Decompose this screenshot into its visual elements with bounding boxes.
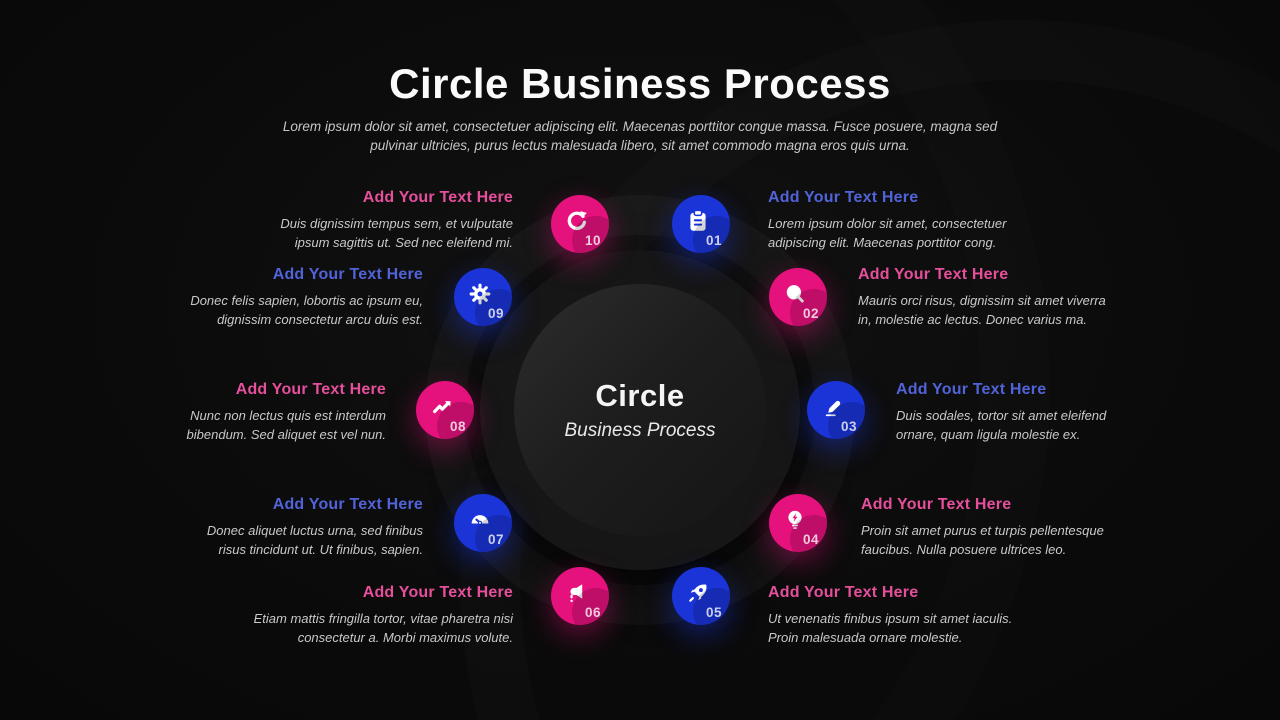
- step-badge-05: 05: [672, 567, 730, 625]
- step-number: 01: [705, 233, 722, 248]
- step-number: 05: [705, 605, 722, 620]
- step-body: Nunc non lectus quis est interdum bibend…: [186, 408, 386, 442]
- step-text-04: Add Your Text Here Proin sit amet purus …: [861, 496, 1116, 559]
- step-number: 08: [449, 419, 466, 434]
- step-text-03: Add Your Text Here Duis sodales, tortor …: [896, 381, 1121, 444]
- step-text-10: Add Your Text Here Duis dignissim tempus…: [263, 189, 513, 252]
- step-heading: Add Your Text Here: [362, 189, 513, 206]
- clipboard-icon: [685, 208, 711, 234]
- step-badge-07: 07: [454, 494, 512, 552]
- step-heading: Add Your Text Here: [858, 266, 1009, 283]
- step-number: 03: [840, 419, 857, 434]
- step-body: Donec felis sapien, lobortis ac ipsum eu…: [190, 293, 423, 327]
- step-heading: Add Your Text Here: [362, 584, 513, 601]
- gauge-icon: [467, 507, 493, 533]
- step-body: Duis dignissim tempus sem, et vulputate …: [280, 216, 513, 250]
- gear-icon: [467, 281, 493, 307]
- search-icon: [782, 281, 808, 307]
- trending-up-icon: [429, 394, 455, 420]
- step-number: 02: [802, 306, 819, 321]
- step-text-05: Add Your Text Here Ut venenatis finibus …: [768, 584, 1018, 647]
- step-text-07: Add Your Text Here Donec aliquet luctus …: [178, 496, 423, 559]
- step-heading: Add Your Text Here: [768, 584, 919, 601]
- step-number: 10: [584, 233, 601, 248]
- step-body: Lorem ipsum dolor sit amet, consectetuer…: [768, 216, 1007, 250]
- step-heading: Add Your Text Here: [272, 496, 423, 513]
- step-text-02: Add Your Text Here Mauris orci risus, di…: [858, 266, 1113, 329]
- step-text-09: Add Your Text Here Donec felis sapien, l…: [173, 266, 423, 329]
- step-body: Duis sodales, tortor sit amet eleifend o…: [896, 408, 1107, 442]
- step-badge-08: 08: [416, 381, 474, 439]
- rocket-icon: [685, 580, 711, 606]
- center-subtitle: Business Process: [564, 420, 716, 441]
- step-heading: Add Your Text Here: [896, 381, 1047, 398]
- megaphone-icon: [564, 580, 590, 606]
- step-body: Ut venenatis finibus ipsum sit amet iacu…: [768, 611, 1013, 645]
- center-title: Circle: [595, 378, 685, 413]
- step-heading: Add Your Text Here: [768, 189, 919, 206]
- step-heading: Add Your Text Here: [861, 496, 1012, 513]
- step-number: 07: [487, 532, 504, 547]
- pencil-icon: [820, 394, 846, 420]
- lightbulb-icon: [782, 507, 808, 533]
- slide-subtitle: Lorem ipsum dolor sit amet, consectetuer…: [282, 119, 998, 153]
- step-badge-04: 04: [769, 494, 827, 552]
- step-body: Mauris orci risus, dignissim sit amet vi…: [858, 293, 1106, 327]
- step-number: 09: [487, 306, 504, 321]
- step-badge-01: 01: [672, 195, 730, 253]
- step-badge-10: 10: [551, 195, 609, 253]
- step-number: 06: [584, 605, 601, 620]
- center-circle: Circle Business Process: [514, 284, 766, 536]
- step-badge-03: 03: [807, 381, 865, 439]
- step-body: Donec aliquet luctus urna, sed finibus r…: [206, 523, 423, 557]
- step-number: 04: [802, 532, 819, 547]
- slide-title: Circle Business Process: [389, 60, 891, 107]
- step-body: Etiam mattis fringilla tortor, vitae pha…: [253, 611, 513, 645]
- step-badge-06: 06: [551, 567, 609, 625]
- step-body: Proin sit amet purus et turpis pellentes…: [861, 523, 1104, 557]
- step-text-06: Add Your Text Here Etiam mattis fringill…: [253, 584, 513, 647]
- step-text-08: Add Your Text Here Nunc non lectus quis …: [171, 381, 386, 444]
- step-badge-09: 09: [454, 268, 512, 326]
- step-heading: Add Your Text Here: [235, 381, 386, 398]
- step-badge-02: 02: [769, 268, 827, 326]
- step-heading: Add Your Text Here: [272, 266, 423, 283]
- step-text-01: Add Your Text Here Lorem ipsum dolor sit…: [768, 189, 1018, 252]
- refresh-icon: [564, 208, 590, 234]
